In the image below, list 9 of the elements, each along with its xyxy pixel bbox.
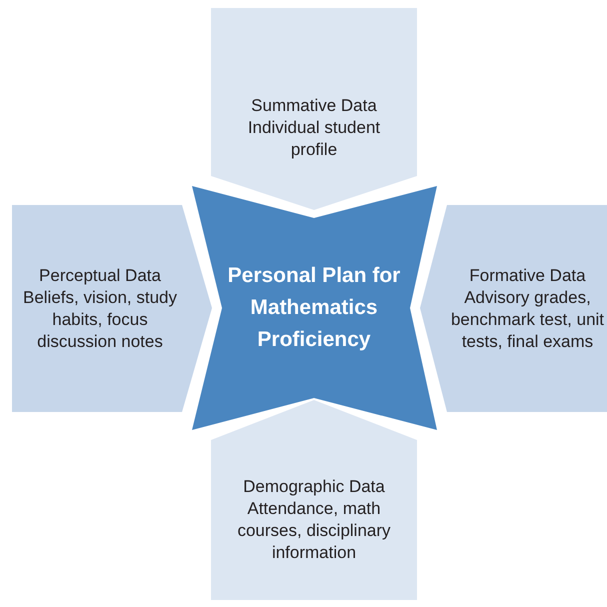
description-text: Advisory grades, benchmark test, unit tests, final exams (450, 286, 605, 352)
section-heading: Summative Data (251, 95, 377, 117)
description-text: Beliefs, vision, study habits, focus discussion notes (22, 286, 178, 352)
section-heading: Formative Data (469, 264, 586, 286)
center-title: Personal Plan for Mathematics Proficiency (226, 263, 402, 353)
description-text: Individual student profile (246, 117, 382, 161)
section-heading: Perceptual Data (39, 264, 161, 286)
description-text: Attendance, math courses, disciplinary information (236, 498, 392, 564)
section-heading: Demographic Data (243, 476, 385, 498)
